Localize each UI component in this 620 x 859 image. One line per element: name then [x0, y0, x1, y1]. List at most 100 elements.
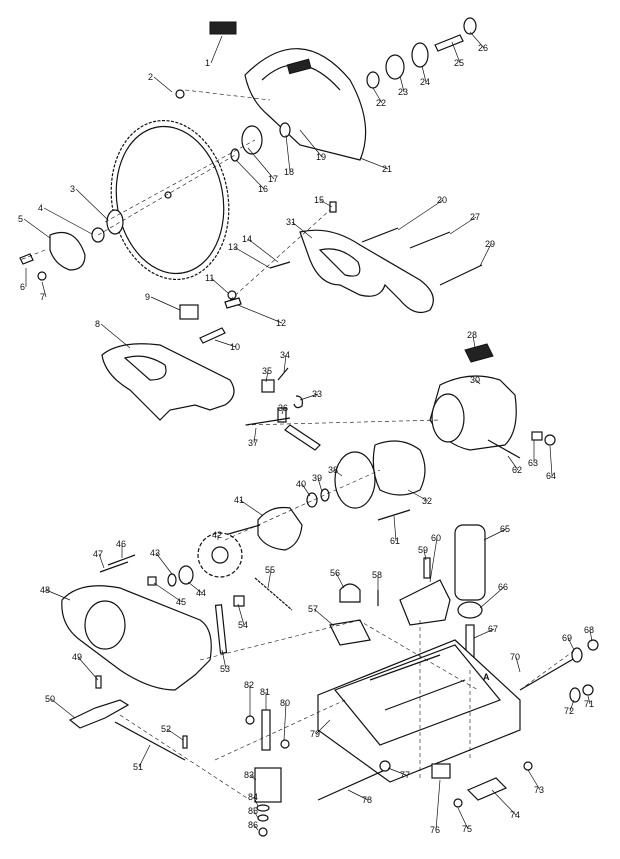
part-number-15: 15 [314, 195, 324, 205]
part-number-38: 38 [328, 465, 338, 475]
brush-holder-35 [261, 379, 275, 393]
part-number-5: 5 [18, 214, 23, 224]
rod-53 [214, 604, 228, 654]
pin-49 [95, 675, 102, 689]
spindle-25 [434, 34, 464, 52]
pin-46 [107, 554, 136, 566]
leader-line-29 [479, 243, 492, 267]
leader-line-43 [155, 552, 173, 575]
leader-line-31 [291, 221, 313, 239]
leader-line-12 [237, 304, 283, 324]
part-number-52: 52 [161, 724, 171, 734]
screw-2 [175, 89, 185, 99]
screw-20 [361, 227, 399, 243]
part-number-55: 55 [265, 565, 275, 575]
leader-line-86 [253, 824, 259, 831]
part-number-36: 36 [278, 403, 288, 413]
screw-6 [19, 253, 34, 265]
part-number-32: 32 [422, 496, 432, 506]
washer-82 [245, 715, 255, 725]
leader-line-40 [301, 483, 311, 497]
leader-line-25 [451, 41, 461, 64]
leader-line-26 [469, 31, 485, 49]
guide-line [244, 419, 441, 426]
part-number-3: 3 [70, 184, 75, 194]
leader-line-20 [397, 199, 444, 231]
field-32 [372, 440, 426, 496]
clip-54 [233, 595, 245, 607]
screw-75 [453, 798, 463, 808]
part-number-53: 53 [220, 664, 230, 674]
leader-line-75 [457, 807, 469, 830]
leader-line-11 [210, 277, 229, 294]
leader-line-57 [313, 608, 335, 627]
guide-line [357, 619, 479, 691]
part-number-39: 39 [312, 473, 322, 483]
part-number-11: 11 [205, 273, 214, 283]
leader-line-70 [515, 656, 521, 673]
bearing-22 [366, 71, 380, 89]
leader-line-32 [407, 489, 429, 502]
nut-80 [280, 739, 290, 749]
brush-cap-64 [544, 434, 556, 446]
leader-line-30 [475, 379, 481, 385]
part-number-62: 62 [512, 465, 522, 475]
part-number-19: 19 [316, 152, 326, 162]
gear-24 [411, 42, 429, 68]
guide-line [19, 249, 46, 261]
leader-line-23 [399, 75, 405, 93]
guide-line [229, 209, 331, 301]
part-number-48: 48 [40, 585, 50, 595]
leader-line-53 [221, 649, 227, 670]
part-number-23: 23 [398, 87, 408, 97]
leader-lines [23, 31, 593, 831]
leader-line-71 [587, 695, 591, 705]
leader-line-34 [283, 354, 287, 373]
washer-85 [257, 814, 269, 822]
wheel-cover [49, 231, 86, 271]
guide-line [97, 154, 236, 236]
part-number-61: 61 [390, 536, 400, 546]
part-number-60: 60 [431, 533, 441, 543]
part-number-47: 47 [93, 549, 103, 559]
stopper-81 [261, 709, 271, 751]
motor-housing-opening [431, 393, 465, 443]
part-number-85: 85 [248, 806, 258, 816]
part-number-79: 79 [310, 729, 320, 739]
leader-line-4 [43, 207, 93, 235]
part-number-20: 20 [437, 195, 447, 205]
screw-62 [487, 439, 521, 459]
leader-line-80 [283, 702, 287, 741]
bearing-18 [279, 122, 291, 138]
part-number-64: 64 [546, 471, 556, 481]
part-number-49: 49 [72, 652, 82, 662]
part-number-8: 8 [95, 319, 100, 329]
part-number-labels: 1234567891011121314151617181920212223242… [18, 43, 594, 835]
leader-line-69 [567, 637, 575, 651]
leader-line-38 [333, 469, 343, 477]
part-number-70: 70 [510, 652, 520, 662]
rod-55 [254, 577, 293, 611]
switch-plate-10 [199, 327, 226, 344]
part-number-68: 68 [584, 625, 594, 635]
guide-line [224, 469, 381, 541]
switch-button-15 [329, 201, 337, 213]
part-number-71: 71 [584, 699, 594, 709]
leader-line-44 [187, 581, 203, 594]
part-number-83: 83 [244, 770, 254, 780]
leader-line-74 [491, 789, 517, 816]
ring-16 [230, 148, 240, 162]
screw-27 [409, 231, 451, 249]
guide-line [104, 139, 256, 223]
part-number-28: 28 [467, 330, 477, 340]
part-number-59: 59 [418, 545, 428, 555]
leader-line-39 [317, 477, 323, 493]
leader-line-73 [527, 769, 541, 791]
part-number-86: 86 [248, 820, 258, 830]
leader-line-59 [423, 549, 427, 561]
leader-line-2 [153, 76, 173, 93]
part-number-75: 75 [462, 824, 472, 834]
guide-line [519, 649, 576, 691]
leader-line-85 [253, 810, 259, 819]
